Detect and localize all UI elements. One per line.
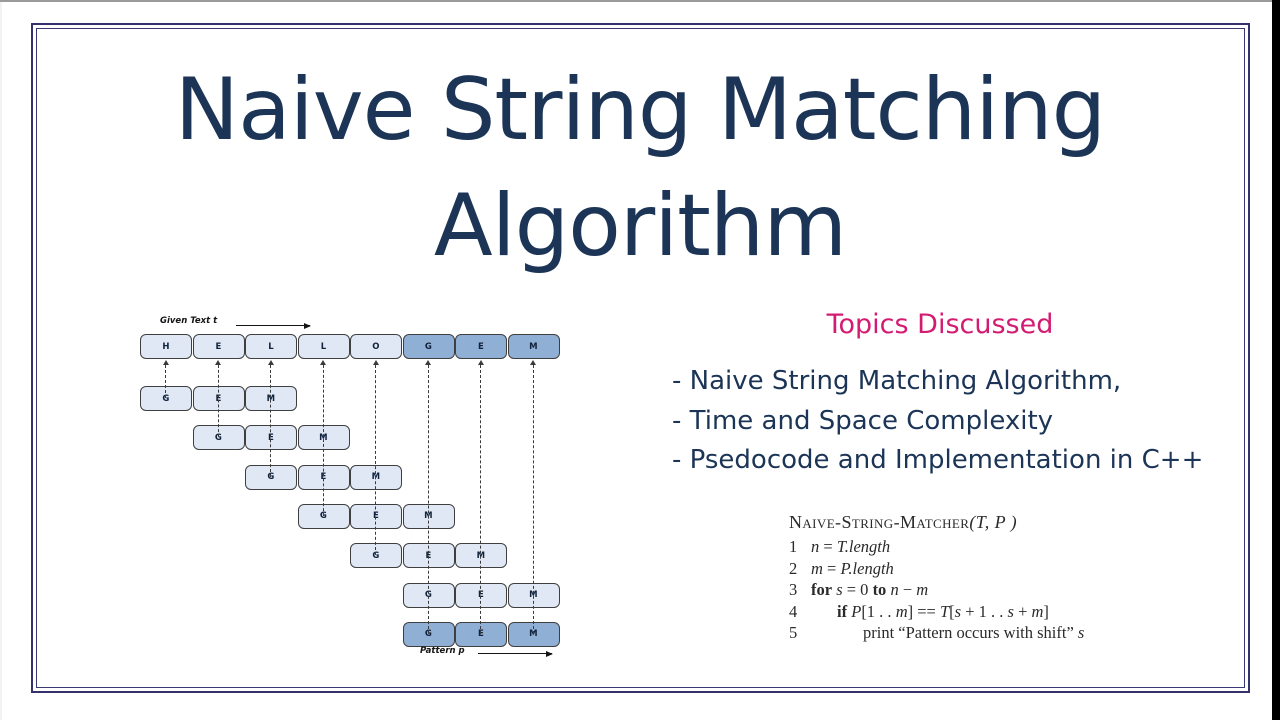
pattern-arrow-icon — [478, 650, 553, 657]
comparison-arrow-icon — [320, 360, 327, 365]
comparison-arrow-icon — [267, 360, 274, 365]
comparison-connector-line — [165, 365, 167, 398]
pseudocode-block: Naive-String-Matcher(T, P ) 1 n = T.lengt… — [789, 512, 1084, 644]
pseudocode-line-code: print “Pattern occurs with shift” s — [863, 623, 1085, 643]
text-cell: E — [455, 334, 507, 359]
pseudocode-line-number: 2 — [789, 558, 798, 578]
pseudocode-line-number: 5 — [789, 623, 798, 643]
comparison-connector-line — [375, 365, 377, 556]
comparison-connector-line — [480, 365, 482, 634]
pseudocode-proc-name: Naive-String-Matcher — [789, 512, 970, 532]
comparison-connector-line — [532, 365, 534, 634]
pseudocode-line-number: 3 — [789, 580, 798, 600]
pseudocode-line: 3 for s = 0 to n − m — [789, 579, 1084, 601]
page-title-line-2: Algorithm — [433, 176, 847, 276]
pseudocode-line: 5 print “Pattern occurs with shift” s — [789, 622, 1084, 644]
comparison-connector-line — [217, 365, 219, 438]
page-title: Naive String Matching Algorithm — [60, 52, 1220, 284]
pattern-label: Pattern p — [420, 646, 465, 656]
pseudocode-line-code: if P[1 . . m] == T[s + 1 . . s + m] — [837, 601, 1049, 621]
pseudocode-line: 1 n = T.length — [789, 536, 1084, 558]
comparison-arrow-icon — [425, 360, 432, 365]
pseudocode-lines: 1 n = T.length 2 m = P.length 3 for s = 0 to … — [789, 536, 1084, 644]
pattern-cell: G — [140, 386, 192, 411]
comparison-arrow-icon — [215, 360, 222, 365]
topics-list-item: - Time and Space Complexity — [672, 405, 1054, 436]
comparison-arrow-icon — [477, 360, 484, 365]
comparison-arrow-icon — [162, 360, 169, 365]
pseudocode-proc-args: (T, P ) — [969, 512, 1017, 532]
pseudocode-line-number: 1 — [789, 537, 798, 557]
pseudocode-line: 2 m = P.length — [789, 558, 1084, 580]
pseudocode-line-code: m = P.length — [811, 558, 894, 578]
comparison-connector-line — [322, 365, 324, 516]
pseudocode-line-code: n = T.length — [811, 537, 891, 557]
text-cell: M — [507, 334, 560, 359]
text-cell: L — [297, 334, 350, 359]
comparison-arrow-icon — [372, 360, 379, 365]
comparison-connector-line — [270, 365, 272, 477]
top-edge-rule — [0, 0, 1280, 2]
text-cell: O — [350, 334, 402, 359]
left-edge-strip — [0, 2, 2, 720]
comparison-connector-line — [427, 365, 429, 634]
given-text-arrow-icon — [236, 322, 311, 329]
pseudocode-line: 4 if P[1 . . m] == T[s + 1 . . s + m] — [789, 601, 1084, 623]
right-edge-black-bar — [1272, 0, 1280, 720]
pseudocode-line-number: 4 — [789, 601, 798, 621]
text-cell: G — [402, 334, 455, 359]
text-cell: L — [245, 334, 297, 359]
page-title-line-1: Naive String Matching — [174, 60, 1106, 160]
comparison-arrow-icon — [530, 360, 537, 365]
text-cell: E — [192, 334, 245, 359]
topics-list-item: - Naive String Matching Algorithm, — [672, 366, 1122, 396]
pseudocode-line-code: for s = 0 to n − m — [811, 580, 929, 600]
topics-list: - Naive String Matching Algorithm, - Tim… — [672, 362, 1252, 481]
pseudocode-title: Naive-String-Matcher(T, P ) — [789, 512, 1084, 534]
text-cell: H — [140, 334, 192, 359]
given-text-label: Given Text t — [160, 316, 218, 326]
topics-heading: Topics Discussed — [826, 309, 1054, 340]
topics-list-item: - Psedocode and Implementation in C++ — [672, 445, 1204, 475]
